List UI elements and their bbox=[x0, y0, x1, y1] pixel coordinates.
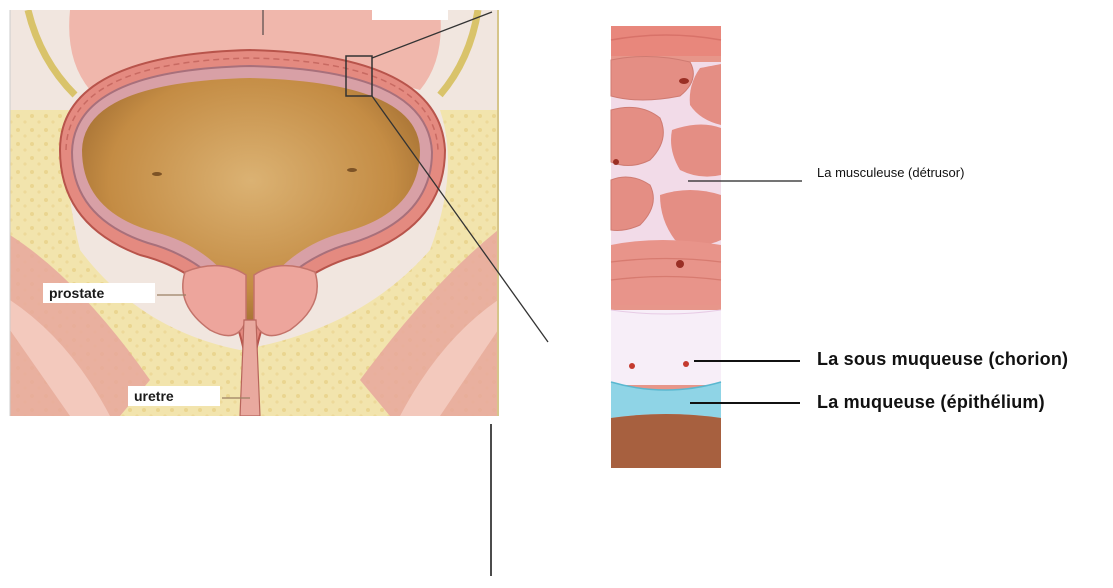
label-uretre: uretre bbox=[128, 386, 220, 406]
label-prostate: prostate bbox=[43, 283, 155, 303]
bladder-wall-detail bbox=[611, 26, 721, 468]
label-muqueuse: La muqueuse (épithélium) bbox=[817, 392, 1045, 413]
label-musculeuse: La musculeuse (détrusor) bbox=[817, 165, 964, 180]
bladder-cross-section bbox=[10, 10, 498, 416]
label-sous-muqueuse: La sous muqueuse (chorion) bbox=[817, 349, 1068, 370]
